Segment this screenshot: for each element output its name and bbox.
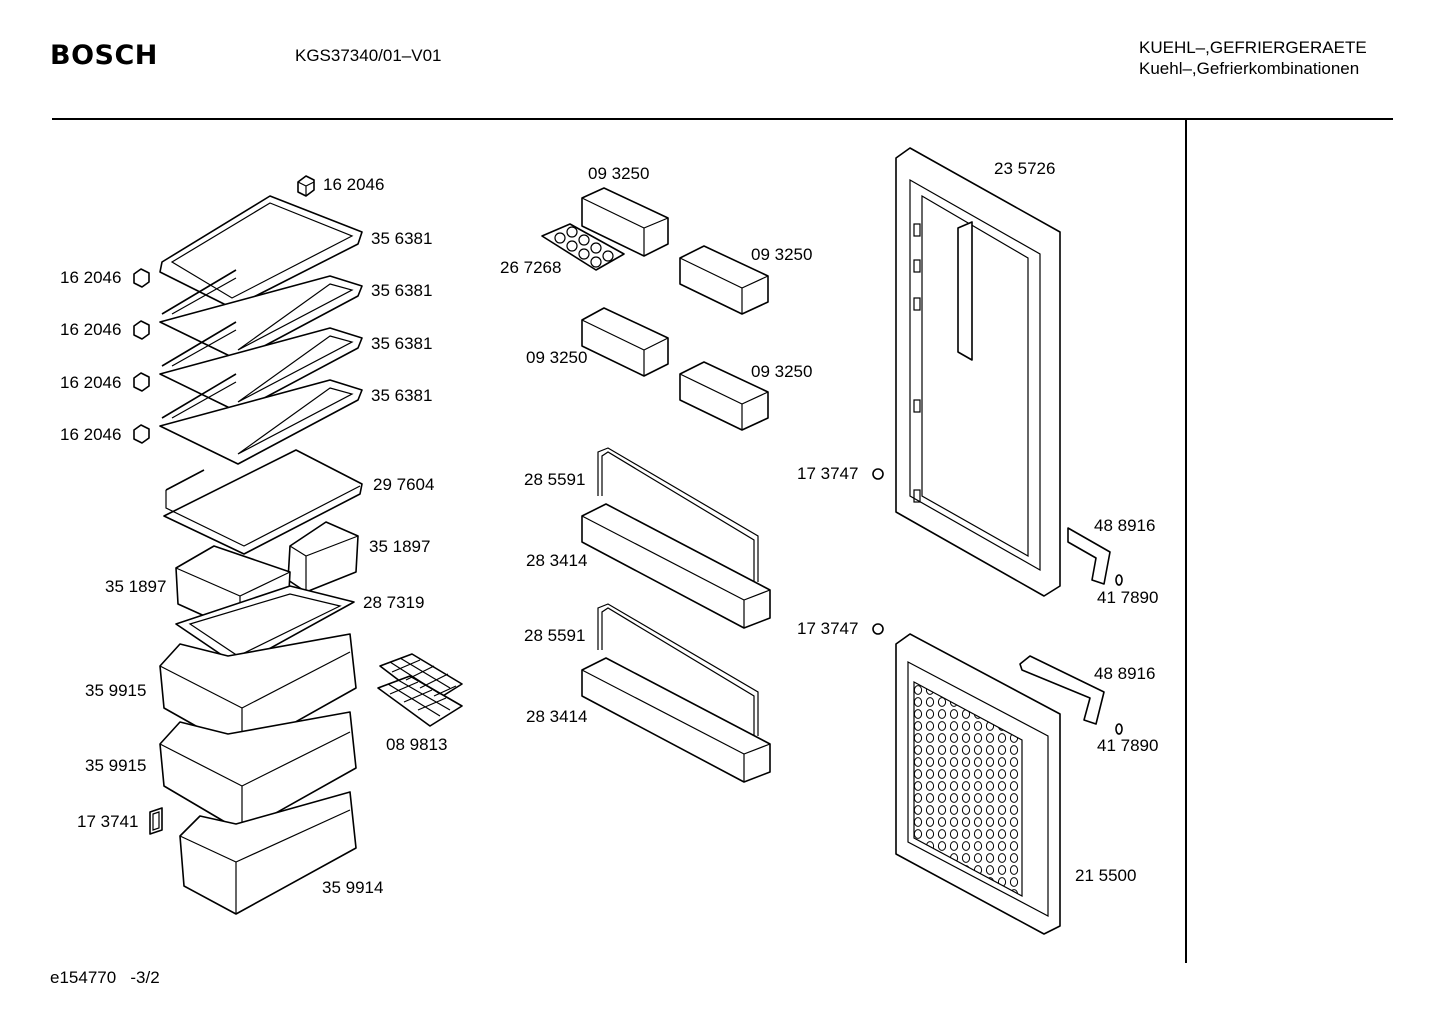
part-label: 09 3250 <box>588 164 649 183</box>
fridge-door-part <box>895 147 1061 597</box>
part-label: 48 8916 <box>1094 516 1155 535</box>
part-label: 28 7319 <box>363 593 424 612</box>
drawer-frame-part <box>175 585 355 667</box>
door-bin-small-part <box>581 187 669 257</box>
ice-cube-tray-part <box>377 653 463 727</box>
shelf-end-cap-part <box>297 175 315 197</box>
door-bin-small-part <box>581 307 669 377</box>
category-title: KUEHL–,GEFRIERGERAETE <box>1139 38 1367 57</box>
glass-shelf-part <box>159 195 363 309</box>
part-label: 16 2046 <box>60 425 121 444</box>
part-label: 28 5591 <box>524 626 585 645</box>
part-label: 35 6381 <box>371 281 432 300</box>
egg-tray-part <box>541 223 625 271</box>
door-shelf-part <box>581 503 771 629</box>
part-label: 16 2046 <box>60 320 121 339</box>
door-bin-small-part <box>679 361 769 431</box>
screw-part <box>872 468 884 635</box>
part-label: 35 9914 <box>322 878 383 897</box>
part-label: 08 9813 <box>386 735 447 754</box>
part-label: 29 7604 <box>373 475 434 494</box>
part-label: 35 9915 <box>85 756 146 775</box>
part-label: 41 7890 <box>1097 736 1158 755</box>
bottle-rail-part <box>597 603 759 736</box>
small-drawer-part <box>287 521 359 593</box>
part-label: 35 6381 <box>371 386 432 405</box>
part-label: 21 5500 <box>1075 866 1136 885</box>
drawer-clip-part <box>149 807 163 835</box>
part-label: 16 2046 <box>60 373 121 392</box>
glass-shelf-part <box>159 373 363 465</box>
part-label: 35 9915 <box>85 681 146 700</box>
brand-logo: BOSCH <box>50 40 158 71</box>
part-label: 35 6381 <box>371 229 432 248</box>
part-label: 09 3250 <box>751 245 812 264</box>
part-label: 28 5591 <box>524 470 585 489</box>
part-label: 26 7268 <box>500 258 561 277</box>
part-label: 09 3250 <box>526 348 587 367</box>
part-label: 28 3414 <box>526 551 587 570</box>
part-label: 16 2046 <box>60 268 121 287</box>
crisper-cover-part <box>163 449 363 555</box>
drawing-reference: e154770 -3/2 <box>50 968 160 987</box>
freezer-door-part <box>895 633 1061 935</box>
part-label: 09 3250 <box>751 362 812 381</box>
handle-cap-part <box>1115 574 1123 735</box>
part-label: 17 3747 <box>797 464 858 483</box>
part-label: 35 6381 <box>371 334 432 353</box>
part-label: 23 5726 <box>994 159 1055 178</box>
part-label: 28 3414 <box>526 707 587 726</box>
bottle-rail-part <box>597 447 759 582</box>
model-number: KGS37340/01–V01 <box>295 46 442 65</box>
part-label: 17 3741 <box>77 812 138 831</box>
door-bin-small-part <box>679 245 769 315</box>
freezer-drawer-part <box>179 791 357 915</box>
freezer-drawer-part <box>159 711 357 833</box>
part-label: 16 2046 <box>323 175 384 194</box>
part-label: 41 7890 <box>1097 588 1158 607</box>
part-label: 48 8916 <box>1094 664 1155 683</box>
part-label: 35 1897 <box>369 537 430 556</box>
door-shelf-part <box>581 657 771 783</box>
door-handle-part <box>1019 527 1111 725</box>
part-label: 35 1897 <box>105 577 166 596</box>
part-label: 17 3747 <box>797 619 858 638</box>
category-subtitle: Kuehl–,Gefrierkombinationen <box>1139 59 1360 78</box>
freezer-drawer-part <box>159 633 357 753</box>
shelf-end-cap-part <box>133 268 150 444</box>
